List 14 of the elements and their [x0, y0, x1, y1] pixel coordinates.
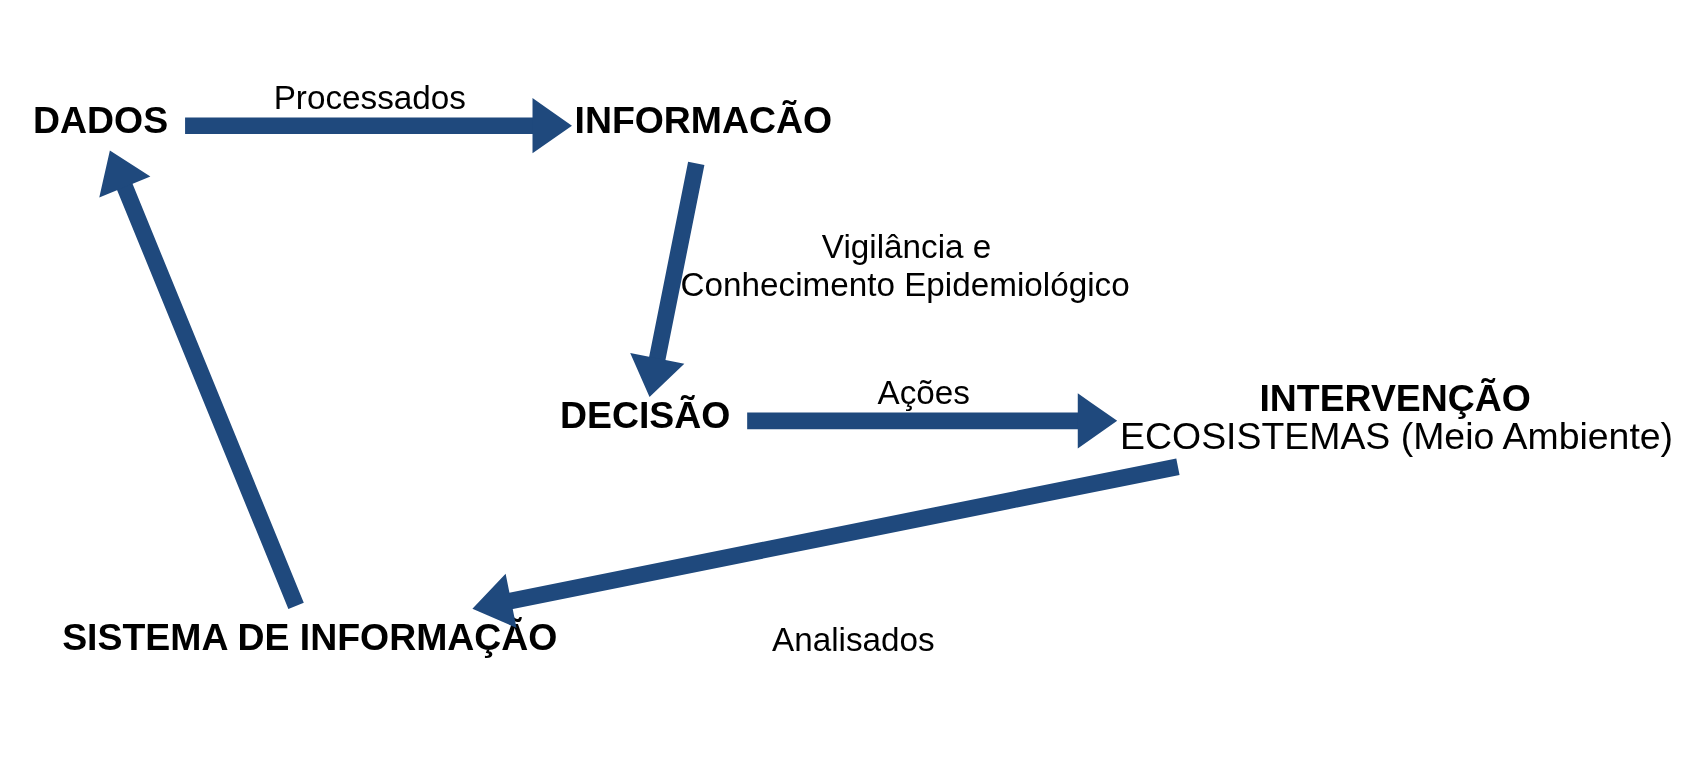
arrow [185, 98, 572, 154]
edge-label: Vigilância e Conhecimento Epidemiológico [680, 228, 1130, 303]
node-text: INFORMACÃO [574, 98, 833, 141]
edge-label: Processados [273, 78, 466, 116]
node-text: DECISÃO [559, 393, 731, 436]
edge-label: Ações [877, 373, 970, 411]
arrow [630, 161, 705, 398]
node-text: INTERVENÇÃO ECOSISTEMAS (Meio Ambiente) [1120, 377, 1674, 457]
arrow [747, 393, 1118, 449]
arrow [99, 150, 304, 609]
label: Analisados [771, 621, 935, 659]
arrow [472, 458, 1180, 628]
node-text: DADOS [33, 98, 169, 141]
node-text: SISTEMA DE INFORMAÇÃO [62, 616, 558, 659]
